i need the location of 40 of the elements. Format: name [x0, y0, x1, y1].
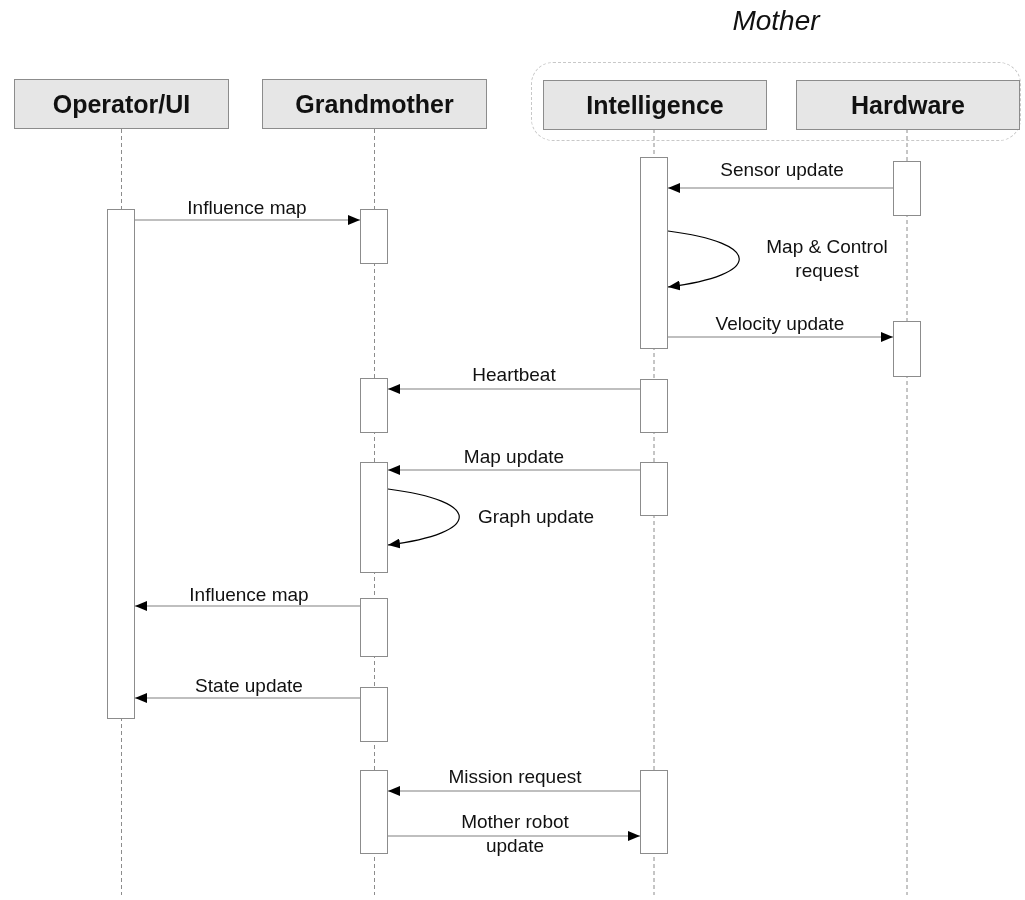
message-arrow — [387, 465, 641, 475]
message-arrow — [387, 786, 641, 796]
edge-label: Velocity update — [715, 312, 845, 336]
activation-bar — [360, 378, 388, 433]
group-title: Mother — [731, 5, 822, 37]
lifeline-header: Hardware — [796, 80, 1020, 130]
activation-bar — [893, 321, 921, 377]
activation-bar — [640, 157, 668, 349]
message-arrow — [134, 215, 361, 225]
message-arrow — [134, 693, 361, 703]
edge-label: Influence map — [187, 196, 307, 220]
activation-bar — [640, 770, 668, 854]
edge-label: Sensor update — [720, 158, 844, 182]
activation-bar — [107, 209, 135, 719]
message-arrow — [667, 183, 894, 193]
activation-bar — [360, 687, 388, 742]
edge-label: Influence map — [189, 583, 309, 607]
message-arrow — [387, 831, 641, 841]
edge-label: Map update — [463, 445, 565, 469]
activation-bar — [893, 161, 921, 216]
activation-bar — [360, 209, 388, 264]
edge-label: State update — [195, 674, 303, 698]
edge-label: Map & Control request — [765, 235, 889, 283]
message-arrow — [387, 384, 641, 394]
message-arrow — [667, 230, 740, 291]
lifeline-header: Operator/UI — [14, 79, 229, 129]
edge-label: Heartbeat — [472, 363, 556, 387]
activation-bar — [360, 770, 388, 854]
edge-label: Graph update — [477, 505, 595, 529]
message-arrow — [667, 332, 894, 342]
activation-bar — [640, 379, 668, 433]
edge-label: Mission request — [448, 765, 582, 789]
lifeline-header: Grandmother — [262, 79, 487, 129]
activation-bar — [360, 462, 388, 573]
edge-label: Mother robot update — [460, 810, 570, 858]
message-arrow — [134, 601, 361, 611]
lifeline-header: Intelligence — [543, 80, 767, 130]
activation-bar — [640, 462, 668, 516]
activation-bar — [360, 598, 388, 657]
message-arrow — [387, 488, 460, 549]
